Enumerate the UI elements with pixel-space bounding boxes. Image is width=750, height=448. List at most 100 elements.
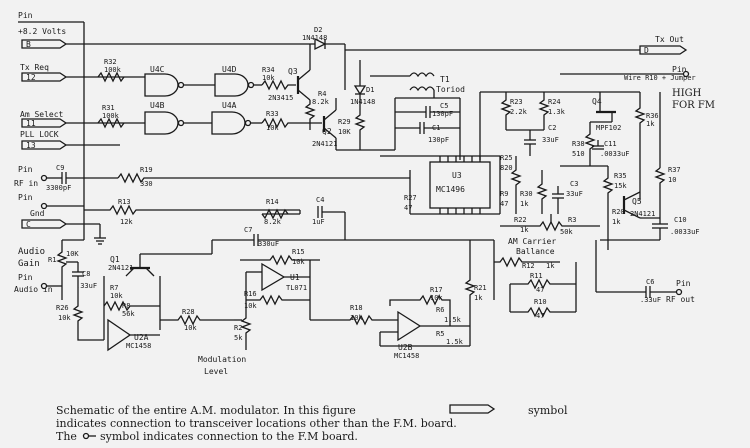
svg-text:.0033uF: .0033uF (600, 150, 630, 158)
svg-text:R19: R19 (140, 166, 153, 174)
pin-label-top: Pin (18, 11, 33, 20)
connector-symbol-sample (449, 404, 496, 414)
svg-text:Q4: Q4 (592, 97, 602, 106)
modulation-label: Modulation (198, 355, 246, 364)
svg-text:510: 510 (572, 150, 585, 158)
tx-req-label: Tx Req (20, 63, 49, 72)
connector-tab-tx-req (21, 72, 68, 82)
audio-in-label: Audio in (14, 285, 53, 294)
am-carrier-label: AM Carrier (508, 237, 556, 246)
svg-text:1k: 1k (546, 262, 555, 270)
capacitor-c5: C5 130pF (395, 102, 460, 118)
svg-text:R18: R18 (350, 304, 363, 312)
svg-text:U2B: U2B (398, 343, 413, 352)
svg-text:5k: 5k (234, 334, 243, 342)
svg-text:47: 47 (536, 286, 544, 294)
svg-text:D2: D2 (314, 26, 322, 34)
opamp-u1: U1 TL071 (245, 260, 311, 320)
svg-text:R12: R12 (522, 262, 535, 270)
svg-text:R27: R27 (404, 194, 417, 202)
caption-line-3-start: The (56, 430, 77, 443)
svg-text:R21: R21 (474, 284, 487, 292)
opamp-u2a: U2A MC1458 (107, 318, 160, 352)
svg-text:1.5k: 1.5k (446, 338, 464, 346)
svg-text:Q1: Q1 (110, 255, 120, 264)
high-for-fm-note: HIGH FOR FM (672, 88, 715, 111)
svg-text:Q2: Q2 (322, 127, 332, 136)
svg-text:C3: C3 (570, 180, 578, 188)
capacitor-c10: C10 .0033uF (640, 196, 700, 240)
svg-text:8.2k: 8.2k (264, 218, 282, 226)
transistor-q1: Q1 2N4121 (108, 240, 213, 277)
supply-connector-b: Pin +8.2 Volts B (18, 11, 300, 210)
tab-b-text: B (26, 40, 31, 49)
svg-text:R23: R23 (510, 98, 523, 106)
svg-text:330uF: 330uF (258, 240, 279, 248)
svg-text:C4: C4 (316, 196, 324, 204)
svg-text:10k: 10k (292, 258, 305, 266)
interconnect-wires (83, 210, 660, 347)
svg-text:47: 47 (500, 200, 508, 208)
svg-text:Pin: Pin (18, 193, 33, 202)
svg-text:R6: R6 (436, 306, 444, 314)
svg-text:2.2k: 2.2k (510, 108, 528, 116)
connector-tab-pll-lock (21, 140, 68, 150)
svg-text:Q3: Q3 (288, 67, 298, 76)
capacitor-c7: C7 330uF (212, 226, 420, 248)
resistor-r14: R14 8.2k (261, 198, 289, 226)
svg-text:Pin: Pin (18, 165, 33, 174)
wire-jumper-pin: Pin Wire R10 + Jumper (560, 65, 696, 82)
resistor-r18: R18 10k (310, 304, 398, 326)
capacitor-c6: C6 .33uF (595, 240, 676, 304)
tab-c-text: C (26, 220, 31, 229)
svg-text:330: 330 (140, 180, 153, 188)
svg-text:2N3415: 2N3415 (268, 94, 293, 102)
svg-text:Pin: Pin (672, 65, 687, 74)
tab-d-text: D (644, 46, 649, 55)
caption-line-1-end: symbol (528, 404, 568, 417)
svg-text:R15: R15 (292, 248, 305, 256)
gate-u4b: U4B (144, 101, 212, 135)
gate-u4a: U4A (211, 101, 262, 135)
svg-text:R29: R29 (338, 118, 351, 126)
svg-text:10: 10 (668, 176, 676, 184)
resistor-r12: R12 1k (493, 240, 560, 300)
svg-text:10k: 10k (110, 292, 123, 300)
svg-text:1N4148: 1N4148 (350, 98, 375, 106)
svg-text:47: 47 (536, 312, 544, 320)
svg-text:Q5: Q5 (632, 197, 642, 206)
transistor-q3: Q3 2N3415 (268, 44, 311, 102)
svg-text:U2A: U2A (134, 333, 149, 342)
capacitor-c1: C1 130pF (380, 98, 461, 160)
svg-text:.33uF: .33uF (640, 296, 661, 304)
svg-text:R13: R13 (118, 198, 131, 206)
svg-text:U4B: U4B (150, 101, 165, 110)
svg-text:1k: 1k (646, 120, 655, 128)
svg-text:C7: C7 (244, 226, 252, 234)
transistor-q5: R35 15k Q5 2N4121 R20 1k (560, 165, 655, 250)
ic-u3: U3 MC1496 (380, 155, 501, 215)
resistor-r11: R11 47 (510, 272, 576, 294)
gnd-label: Gnd (30, 209, 45, 218)
transistor-q4: Q4 MPF102 (592, 92, 621, 132)
svg-text:R36: R36 (646, 112, 659, 120)
svg-text:R1: R1 (48, 256, 56, 264)
rf-output: Pin RF out (666, 279, 695, 304)
svg-text:10k: 10k (184, 324, 197, 332)
svg-text:2N4121: 2N4121 (630, 210, 655, 218)
resistor-r29: R29 10K (336, 112, 380, 151)
figure-caption: Schematic of the entire A.M. modulator. … (56, 404, 568, 443)
resistor-r15: R15 10k (240, 248, 320, 266)
svg-text:MPF102: MPF102 (596, 124, 621, 132)
svg-text:MC1458: MC1458 (126, 342, 151, 350)
capacitor-c3: C3 33uF (552, 180, 583, 214)
svg-text:10k: 10k (58, 314, 71, 322)
svg-text:1.3k: 1.3k (548, 108, 566, 116)
svg-text:R32: R32 (104, 58, 117, 66)
svg-text:MC1496: MC1496 (436, 185, 465, 194)
resistor-r32: R32 100k (97, 58, 125, 83)
opamp-u2b: U2B MC1458 (394, 310, 422, 360)
svg-text:R7: R7 (110, 284, 118, 292)
svg-text:C8: C8 (82, 270, 90, 278)
svg-text:C5: C5 (440, 102, 448, 110)
